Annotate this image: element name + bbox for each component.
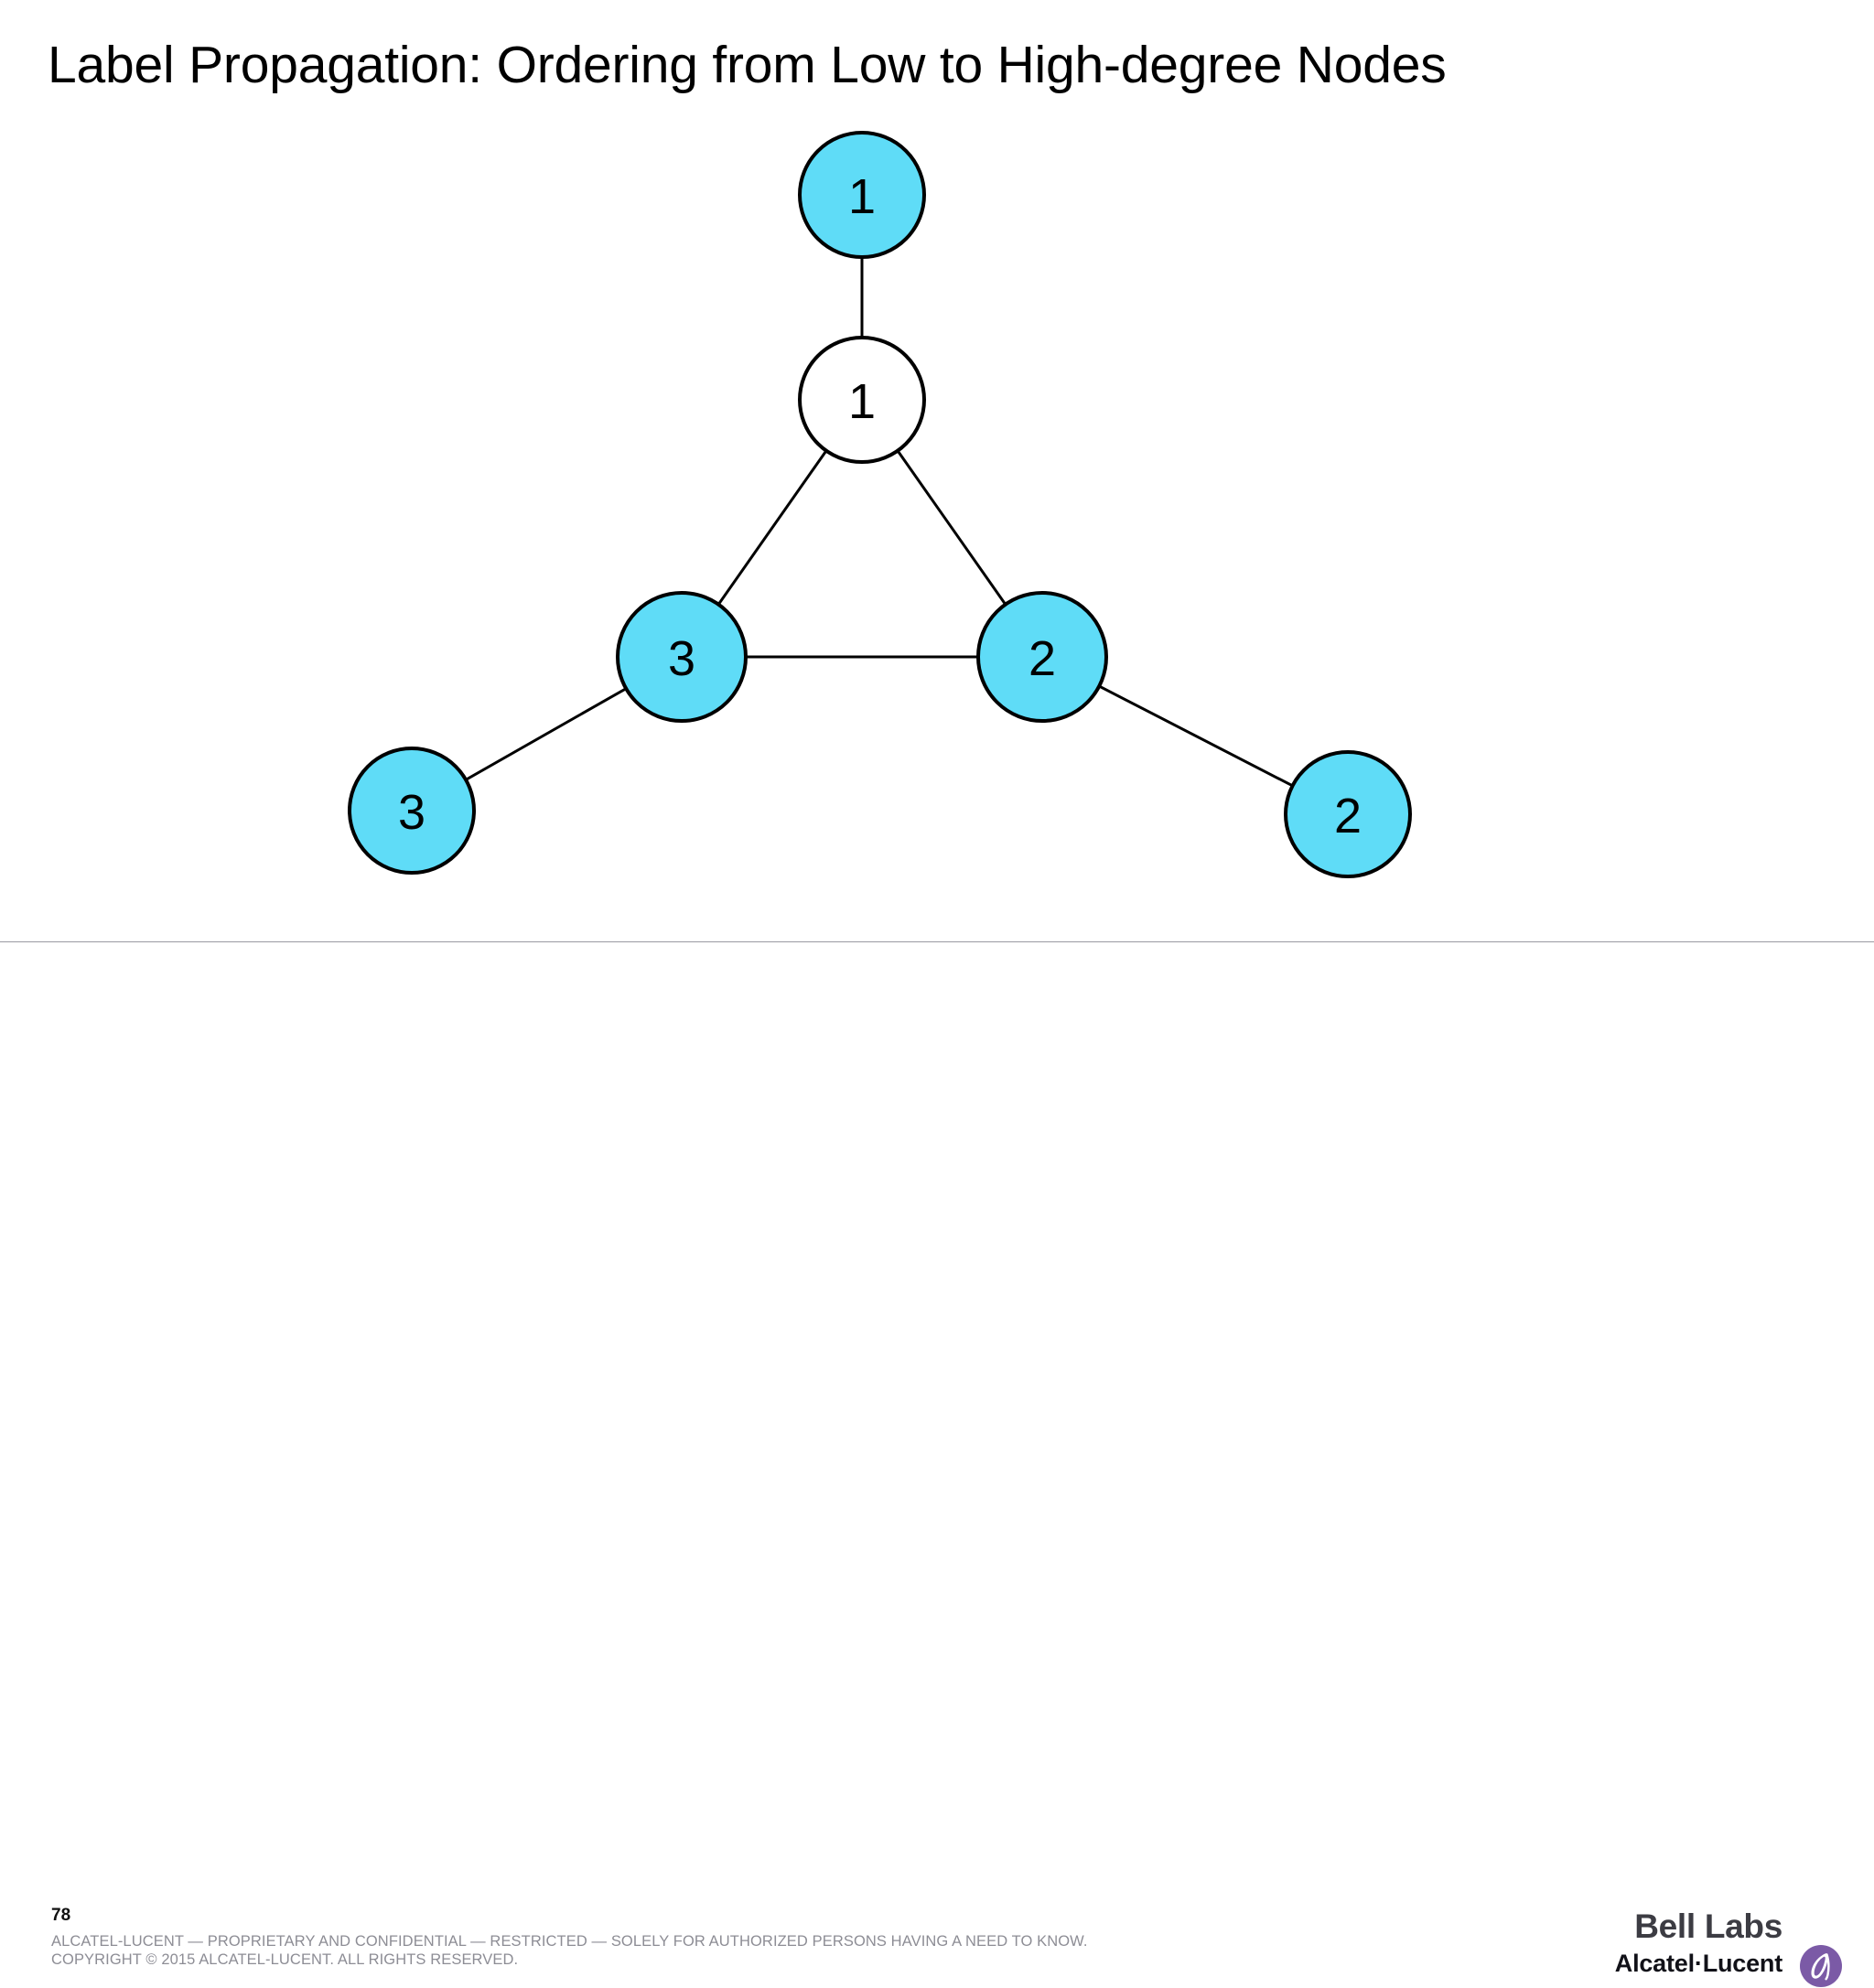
- graph-node-bottom-left[interactable]: 3: [348, 747, 476, 875]
- node-circle: [798, 336, 926, 464]
- page-number: 78: [51, 1906, 71, 1925]
- footer-separator: [0, 941, 1874, 942]
- node-label: 1: [848, 374, 876, 429]
- slide-footer: 78 ALCATEL-LUCENT — PROPRIETARY AND CONF…: [0, 942, 1874, 1987]
- edges-group: [464, 256, 1295, 788]
- node-label: 2: [1029, 631, 1056, 686]
- node-label: 2: [1334, 789, 1362, 844]
- brand-logo: Bell Labs Alcatel·Lucent: [1615, 1907, 1850, 1987]
- node-label: 1: [848, 169, 876, 224]
- node-label: 3: [668, 631, 695, 686]
- legal-line-1: ALCATEL-LUCENT — PROPRIETARY AND CONFIDE…: [51, 1933, 1088, 1950]
- legal-notice: ALCATEL-LUCENT — PROPRIETARY AND CONFIDE…: [51, 1932, 1088, 1969]
- graph-diagram: 1 1 3 2 3 2: [0, 110, 1874, 915]
- node-circle: [348, 747, 476, 875]
- brand-primary-label: Bell Labs: [1634, 1907, 1782, 1945]
- node-label: 3: [398, 785, 425, 840]
- alcatel-lucent-a-mark-icon: [1800, 1945, 1842, 1987]
- node-circle: [976, 591, 1108, 723]
- legal-line-2: COPYRIGHT © 2015 ALCATEL-LUCENT. ALL RIG…: [51, 1951, 519, 1968]
- graph-node-mid-right[interactable]: 2: [976, 591, 1108, 723]
- page-title: Label Propagation: Ordering from Low to …: [48, 36, 1447, 94]
- nodes-group: 1 1 3 2 3 2: [348, 131, 1412, 878]
- graph-node-mid-left[interactable]: 3: [616, 591, 748, 723]
- graph-node-bottom-right[interactable]: 2: [1284, 750, 1412, 878]
- node-circle: [616, 591, 748, 723]
- brand-secondary-label: Alcatel·Lucent: [1614, 1950, 1782, 1977]
- graph-edge: [464, 686, 628, 782]
- graph-node-center[interactable]: 1: [798, 336, 926, 464]
- node-circle: [1284, 750, 1412, 878]
- graph-edge: [716, 448, 828, 607]
- graph-edge: [1097, 684, 1295, 788]
- graph-canvas: 1 1 3 2 3 2: [348, 131, 1412, 878]
- node-circle: [798, 131, 926, 259]
- graph-edge: [896, 448, 1007, 607]
- graph-node-top[interactable]: 1: [798, 131, 926, 259]
